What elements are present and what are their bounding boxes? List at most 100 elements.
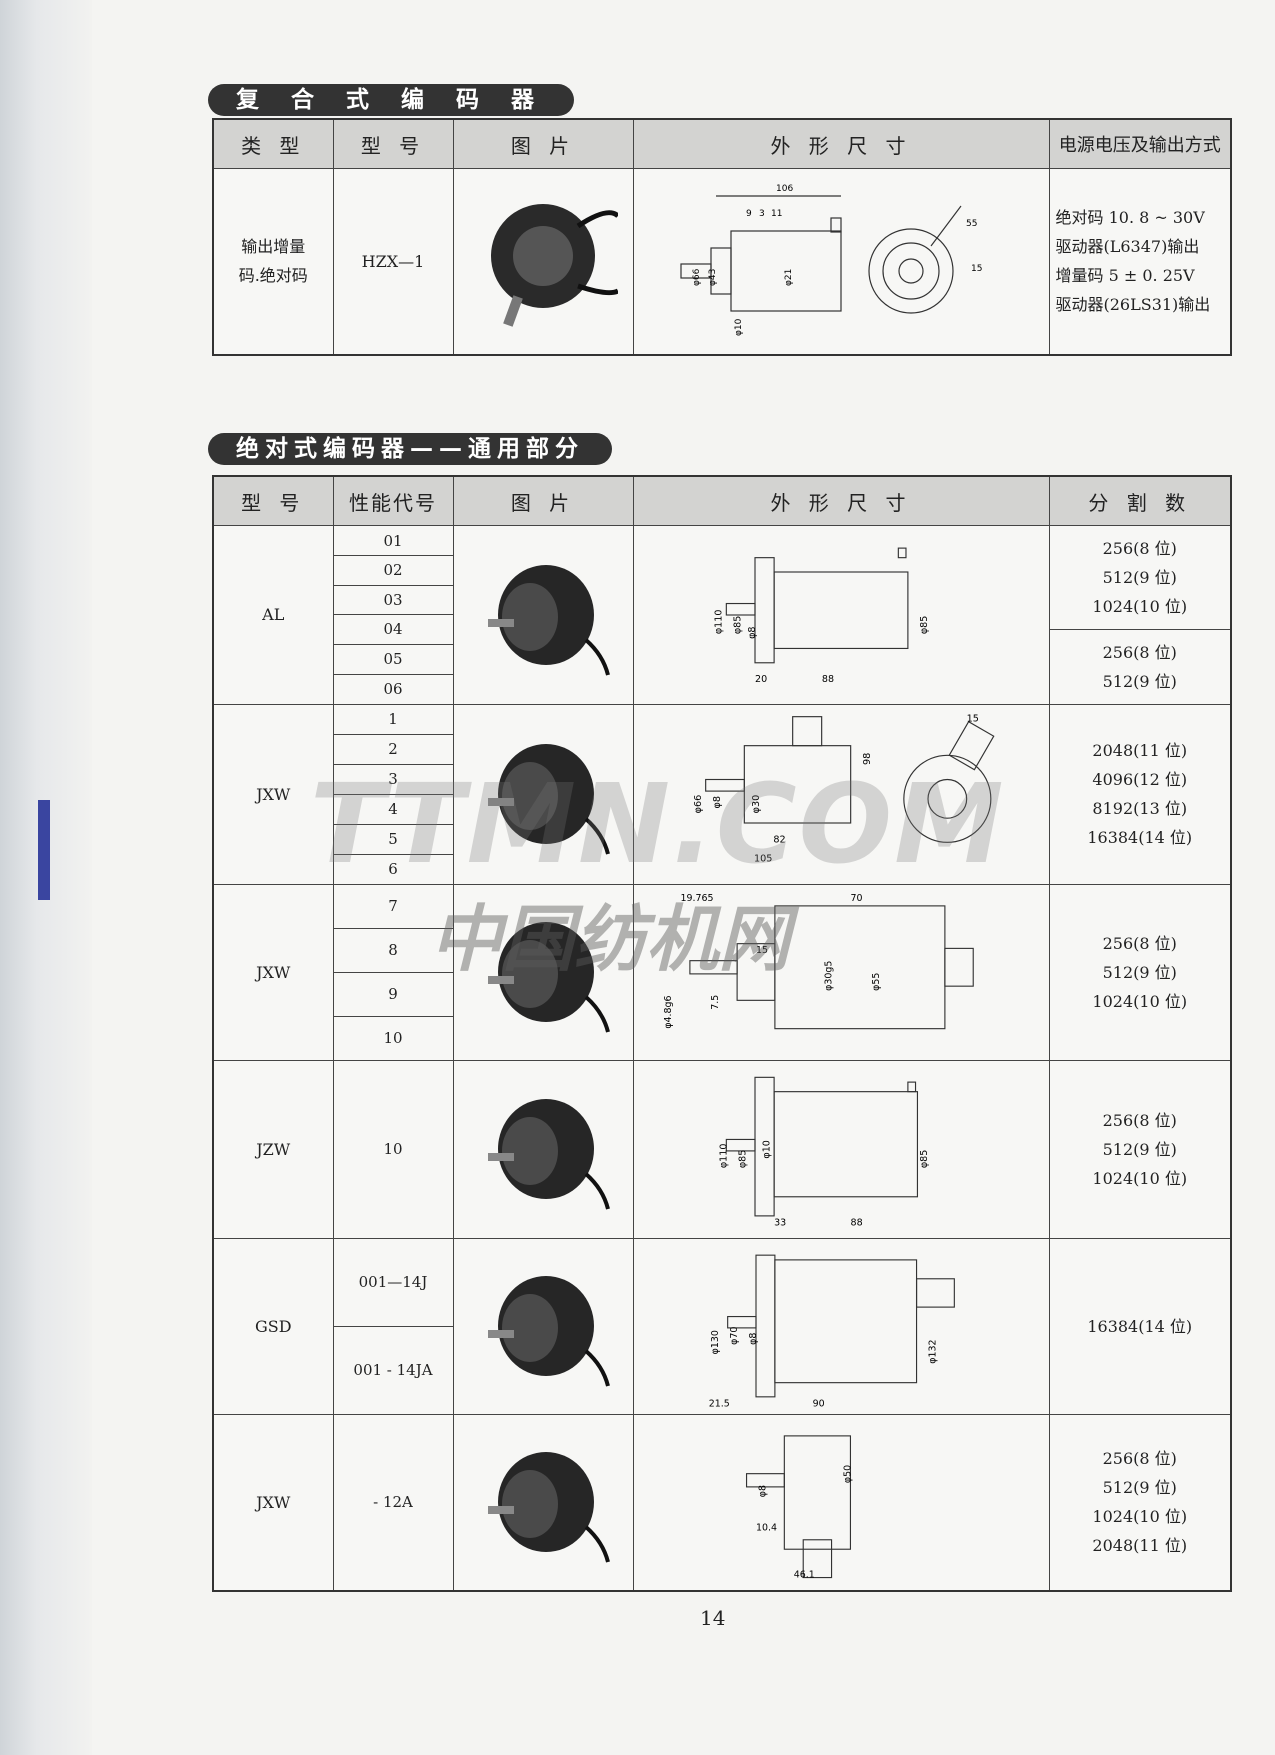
performance-code: 02 [333,556,453,586]
split-value: 512(9 位) [1102,962,1177,982]
split-value: 512(9 位) [1102,1478,1177,1498]
page-number: 14 [700,1606,726,1630]
dim-label: 11 [771,209,782,219]
performance-code: 8 [333,929,453,973]
photo-cell [452,168,634,355]
dim-label: 105 [754,854,772,865]
dim-label: φ50 [842,1465,853,1483]
performance-code: 10 [383,1139,403,1158]
encoder-photo [488,744,610,856]
section2-title: 绝对式编码器——通用部分 [208,433,612,465]
dim-label: 21.5 [709,1399,730,1410]
dimension-drawing: 106 9 3 11 φ66 φ43 φ21 φ10 55 15 [680,184,982,337]
dim-label: 82 [773,835,785,846]
performance-code: 03 [333,586,453,616]
performance-code: 10 [383,1028,403,1047]
dim-label: 15 [756,946,768,957]
encoder-photo [488,1452,610,1564]
performance-code: 04 [333,615,453,646]
dim-label: 46.1 [794,1570,815,1581]
performance-code: 3 [333,765,453,795]
model-cell: AL [212,525,334,705]
performance-code: 4 [333,795,453,825]
dim-label: 55 [966,219,977,229]
split-value: 256(8 位) [1102,1449,1177,1469]
split-value: 512(9 位) [1102,568,1177,588]
dim-label: φ130 [710,1331,721,1355]
section1-title: 复 合 式 编 码 器 [208,84,575,116]
performance-code: 01 [333,527,453,557]
splits-cell: 256(8 位)512(9 位)1024(10 位) [1048,1059,1232,1239]
header-model: 型 号 [212,475,334,526]
split-value: 4096(12 位) [1092,770,1188,790]
composite-encoder-table: 类 型 型 号 图 片 外 形 尺 寸 电源电压及输出方式 输出增量 码.绝对码… [212,118,1232,356]
encoder-photo [488,1099,610,1211]
split-value: 256(8 位) [1102,1110,1177,1130]
watermark: TTMN.COM [310,760,1006,888]
type-cell: 输出增量 码.绝对码 [212,168,334,355]
photo-cell [452,1059,634,1239]
split-value: 16384(14 位) [1087,828,1193,848]
performance-code: 001—14J [333,1239,453,1327]
dim-label: 106 [776,184,793,194]
dim-label: 15 [971,264,982,274]
performance-code: 05 [333,645,453,675]
split-value: 2048(11 位) [1092,741,1188,761]
performance-code: 9 [333,973,453,1017]
photo-cell [452,703,634,885]
split-value: 1024(10 位) [1092,597,1188,617]
output-cell: 绝对码 10. 8 ~ 30V 驱动器(L6347)输出 增量码 5 ± 0. … [1048,168,1232,355]
splits-cell: 2048(11 位) 4096(12 位) 8192(13 位) 16384(14 位… [1048,703,1232,885]
dim-label: φ66 [693,795,704,814]
split-value: 256(8 位) [1102,933,1177,953]
dim-label: φ66 [692,269,702,287]
model-cell: JZW [212,1059,334,1239]
dim-label: φ43 [708,269,718,286]
split-value: 8192(13 位) [1092,799,1188,819]
dim-label: 7.5 [710,995,721,1010]
split-value: 512(9 位) [1102,672,1177,692]
table-header-row: 型 号 性能代号 图 片 外 形 尺 寸 分 割 数 [212,475,1232,526]
dim-label: φ10 [734,319,744,337]
header-model: 型 号 [332,118,454,169]
split-value: 1024(10 位) [1092,991,1188,1011]
split-value: 16384(14 位) [1087,1316,1193,1336]
model-cell: JXW [212,883,334,1061]
photo-cell [452,1413,634,1592]
performance-code: 7 [333,885,453,929]
model-cell: JXW [212,703,334,885]
dim-label: 90 [813,1399,825,1410]
photo-cell [452,525,634,705]
dim-label: φ21 [784,269,794,286]
watermark: 中国纺机网 [430,897,791,981]
splits-cell: 256(8 位)512(9 位)1024(10 位)2048(11 位) [1048,1413,1232,1592]
dim-label: 15 [967,714,979,725]
dim-label: 10.4 [756,1523,777,1534]
dim-label: φ85 [919,1150,930,1168]
header-performance-code: 性能代号 [332,475,454,526]
header-picture: 图 片 [452,475,634,526]
output-line: 驱动器(L6347)输出 [1055,237,1200,257]
table-header-row: 类 型 型 号 图 片 外 形 尺 寸 电源电压及输出方式 [212,118,1232,169]
header-output: 电源电压及输出方式 [1048,118,1232,169]
performance-code: 2 [333,735,453,765]
encoder-photo [488,922,610,1034]
split-value: 256(8 位) [1102,539,1177,559]
split-value: 256(8 位) [1102,643,1177,663]
dim-label: 98 [862,753,873,765]
dim-label: 3 [759,209,765,219]
dim-label: φ85 [737,1150,748,1168]
dimension-drawing-cell: 106 9 3 11 φ66 φ43 φ21 φ10 55 15 [632,168,1050,355]
